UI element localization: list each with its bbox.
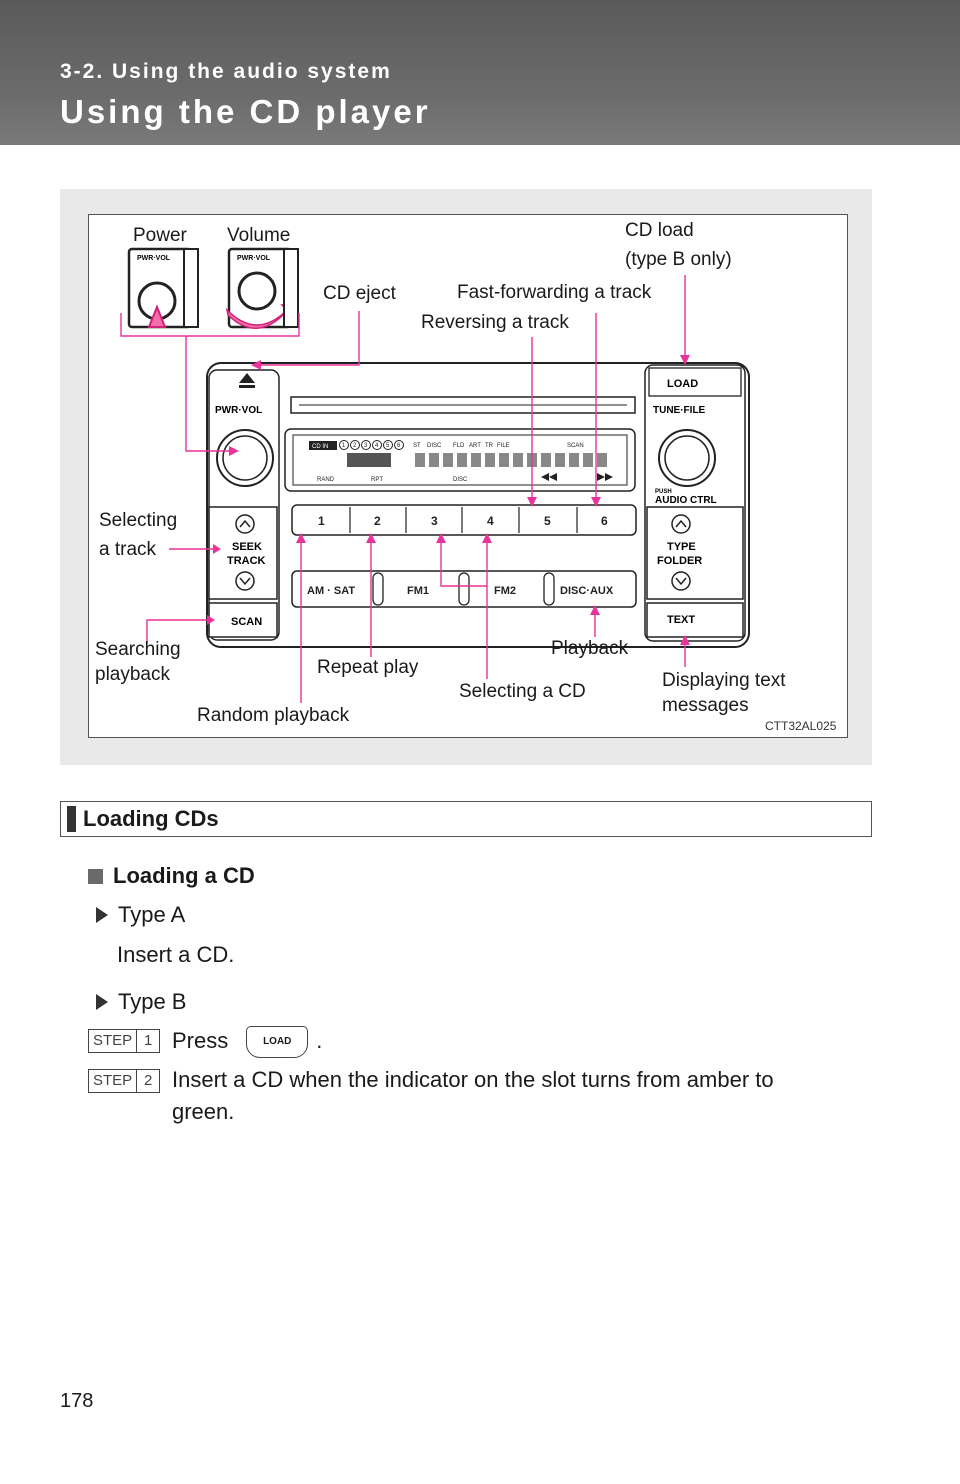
svg-text:6: 6 bbox=[601, 514, 608, 528]
callout-selecting: Selecting bbox=[99, 510, 178, 531]
chevron-down-icon bbox=[239, 577, 251, 586]
inset-label-2: PWR·VOL bbox=[237, 255, 271, 262]
audio-unit-figure: PWR·VOL PWR·VOL PWR·VOL bbox=[88, 214, 848, 738]
callout-cd-load: CD load bbox=[625, 220, 694, 241]
callout-reverse: Reversing a track bbox=[421, 312, 569, 333]
heading-bar bbox=[67, 806, 76, 832]
section-label: 3-2. Using the audio system bbox=[60, 60, 392, 83]
svg-text:FM1: FM1 bbox=[407, 585, 429, 597]
svg-text:1: 1 bbox=[318, 514, 325, 528]
callout-fast-forward: Fast-forwarding a track bbox=[457, 282, 652, 303]
svg-text:RAND: RAND bbox=[317, 477, 335, 483]
svg-text:DISC·AUX: DISC·AUX bbox=[560, 585, 614, 597]
chevron-down-icon bbox=[675, 577, 687, 586]
volume-knob-inset: PWR·VOL bbox=[225, 247, 299, 329]
svg-text:TR: TR bbox=[485, 443, 494, 449]
svg-text:3: 3 bbox=[431, 514, 438, 528]
svg-text:4: 4 bbox=[487, 514, 494, 528]
svg-text:RPT: RPT bbox=[371, 477, 383, 483]
callout-playback: Playback bbox=[551, 638, 629, 659]
audio-ctrl-label: AUDIO CTRL bbox=[655, 495, 717, 506]
triangle-bullet-icon bbox=[96, 994, 108, 1010]
load-label: LOAD bbox=[667, 378, 698, 390]
power-knob-inset: PWR·VOL bbox=[127, 247, 199, 329]
svg-text:5: 5 bbox=[386, 443, 390, 449]
fast-forward-icon bbox=[597, 473, 613, 481]
text-button-label: TEXT bbox=[667, 614, 695, 626]
head-unit: PWR·VOL SEEK TRACK SCAN CD IN bbox=[206, 362, 750, 648]
callout-select-cd: Selecting a CD bbox=[459, 681, 586, 702]
callout-random: Random playback bbox=[197, 705, 350, 726]
callout-display-text: Displaying text bbox=[662, 670, 786, 691]
callout-repeat: Repeat play bbox=[317, 657, 419, 678]
svg-text:4: 4 bbox=[375, 443, 379, 449]
step-2-text: Insert a CD when the indicator on the sl… bbox=[172, 1067, 774, 1092]
step-2-text-cont: green. bbox=[172, 1099, 235, 1124]
chevron-up-icon bbox=[239, 519, 251, 528]
page-title: Using the CD player bbox=[60, 93, 431, 130]
svg-text:ST: ST bbox=[413, 443, 421, 449]
callout-playback-search: playback bbox=[95, 664, 170, 685]
tune-label: TUNE·FILE bbox=[653, 405, 706, 416]
page-header: 3-2. Using the audio system Using the CD… bbox=[0, 0, 960, 145]
triangle-bullet-icon bbox=[96, 907, 108, 923]
svg-text:FOLDER: FOLDER bbox=[657, 555, 702, 567]
section-heading: Loading CDs bbox=[60, 801, 872, 837]
svg-text:1: 1 bbox=[342, 443, 346, 449]
step-1-badge: STEP 1 bbox=[88, 1029, 161, 1053]
svg-text:FM2: FM2 bbox=[494, 585, 516, 597]
pwr-vol-label: PWR·VOL bbox=[215, 405, 262, 416]
page-number: 178 bbox=[60, 1390, 94, 1412]
section-heading-text: Loading CDs bbox=[83, 806, 219, 831]
callout-arrowheads bbox=[207, 355, 690, 645]
load-button-icon: LOAD bbox=[246, 1026, 309, 1058]
callout-power: Power bbox=[133, 225, 187, 246]
seek-label-2: TRACK bbox=[227, 555, 266, 567]
sub-heading: Loading a CD bbox=[88, 863, 255, 889]
inset-label-1: PWR·VOL bbox=[137, 255, 171, 262]
square-bullet-icon bbox=[88, 869, 103, 884]
svg-text:5: 5 bbox=[544, 514, 551, 528]
svg-text:3: 3 bbox=[364, 443, 368, 449]
svg-text:DISC: DISC bbox=[427, 443, 442, 449]
type-b-label: Type B bbox=[96, 989, 186, 1015]
svg-text:2: 2 bbox=[353, 443, 357, 449]
svg-text:FILE: FILE bbox=[497, 443, 510, 449]
scan-label: SCAN bbox=[231, 616, 262, 628]
eject-icon bbox=[239, 373, 255, 383]
type-a-text: Insert a CD. bbox=[117, 942, 235, 967]
callout-messages: messages bbox=[662, 695, 749, 716]
svg-text:6: 6 bbox=[397, 443, 401, 449]
svg-text:TYPE: TYPE bbox=[667, 541, 696, 553]
push-arrow-icon bbox=[147, 304, 167, 328]
rewind-icon bbox=[541, 473, 557, 481]
svg-text:SCAN: SCAN bbox=[567, 443, 584, 449]
svg-text:PUSH: PUSH bbox=[655, 489, 672, 495]
callout-cd-eject: CD eject bbox=[323, 283, 396, 304]
audio-unit-illustration: PWR·VOL PWR·VOL PWR·VOL bbox=[120, 247, 750, 703]
step-2-badge: STEP 2 bbox=[88, 1069, 161, 1093]
svg-text:CD IN: CD IN bbox=[312, 444, 328, 450]
svg-text:2: 2 bbox=[374, 514, 381, 528]
figure-code: CTT32AL025 bbox=[765, 719, 837, 733]
svg-text:FLD: FLD bbox=[453, 443, 465, 449]
callout-a-track: a track bbox=[99, 539, 157, 560]
svg-text:DISC: DISC bbox=[453, 477, 468, 483]
callout-volume: Volume bbox=[227, 225, 291, 246]
callout-searching: Searching bbox=[95, 639, 181, 660]
callout-leaders bbox=[120, 275, 686, 703]
svg-text:AM · SAT: AM · SAT bbox=[307, 585, 355, 597]
chevron-up-icon bbox=[675, 519, 687, 528]
seek-label-1: SEEK bbox=[232, 541, 262, 553]
type-a-label: Type A bbox=[96, 902, 185, 928]
svg-text:ART: ART bbox=[469, 443, 481, 449]
callout-cd-load-type: (type B only) bbox=[625, 249, 732, 270]
